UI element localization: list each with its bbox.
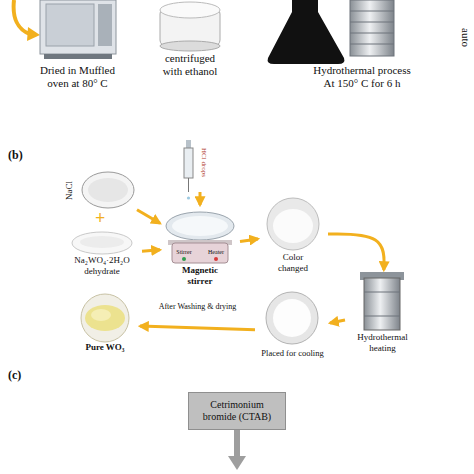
flow-arrow — [14, 0, 30, 34]
arrow-head — [228, 456, 246, 470]
powder-highlight — [91, 309, 111, 321]
salt-pile — [88, 178, 128, 202]
autoclave-stack — [350, 0, 394, 56]
step-illustration: centrifuged with ethanol — [140, 0, 240, 85]
salt-bowl — [82, 172, 134, 208]
node-text: Stirrer — [170, 249, 198, 256]
white-solution — [273, 209, 313, 243]
oven-door — [46, 4, 94, 46]
dish — [267, 198, 319, 250]
stirrer-knob — [182, 257, 186, 261]
acid-drop — [187, 196, 190, 199]
down-arrow — [234, 430, 240, 458]
autoclave-bands — [350, 11, 394, 44]
arrow-head — [27, 27, 40, 41]
node-text: Placed for cooling — [255, 348, 330, 358]
syringe-needle — [188, 178, 189, 192]
oven-panel — [98, 4, 112, 46]
step-illustration: Placed for cooling — [255, 293, 330, 369]
node-text: Heater — [202, 249, 230, 256]
step-illustration: HCl drops — [180, 146, 220, 192]
node-text: HCl drops — [200, 148, 208, 192]
flow-arrow — [240, 239, 258, 242]
cooling-solution — [273, 299, 311, 337]
syringe-barrel — [184, 148, 193, 178]
node-text: Magnetic stirrer — [175, 265, 225, 287]
flow-arrow — [330, 320, 345, 323]
powder-top — [80, 236, 124, 248]
autoclave — [364, 278, 400, 330]
process-box: Cetrimonium bromide (CTAB) — [188, 392, 286, 430]
heater-knob — [214, 257, 218, 261]
step-illustration: Na₂WO₄·2H₂O dehydrate — [62, 228, 142, 280]
flow-arrow — [142, 250, 160, 251]
oven-stand — [44, 54, 112, 59]
panel-label: auto — [459, 28, 472, 47]
node-text: Hydrothermal heating — [345, 332, 420, 354]
plus-sign: + — [95, 208, 105, 230]
node-text: Na₂WO₄·2H₂O dehydrate — [62, 255, 142, 277]
flow-arrow — [140, 326, 255, 330]
tungstate-powder — [72, 232, 132, 254]
panel-b-art — [72, 140, 404, 344]
node-text: Pure WO₃ — [70, 342, 140, 353]
panel-label: (b) — [8, 148, 23, 162]
oven-body — [40, 0, 116, 54]
product-dish — [81, 294, 129, 342]
node-text: Color changed — [273, 252, 313, 274]
step-illustration: Dried in Muffled oven at 80° C — [20, 0, 135, 100]
node-text: Hydrothermal process At 150° C for 6 h — [308, 64, 416, 90]
cooling-dish — [266, 292, 318, 344]
node-text: NaCl — [64, 166, 75, 200]
step-illustration: Hydrothermal heating — [345, 270, 420, 354]
panel-c-art — [228, 430, 246, 470]
node-text: Dried in Muffled oven at 80° C — [30, 64, 125, 90]
wo3-powder — [85, 305, 125, 331]
step-illustration: Color changed — [258, 195, 328, 273]
flow-arrow — [137, 210, 160, 224]
node-text: Cetrimonium bromide (CTAB) — [193, 399, 281, 423]
step-illustration: Stirrer HeaterMagnetic stirrer — [160, 205, 240, 289]
panel-label: (c) — [8, 368, 21, 382]
step-illustration: Hydrothermal process At 150° C for 6 h — [300, 0, 425, 95]
flow-arrow — [328, 234, 384, 270]
syringe-plunger — [186, 140, 191, 148]
black-flask — [268, 0, 345, 64]
node-text: centrifuged with ethanol — [155, 52, 225, 78]
glass-dish — [166, 212, 234, 240]
centrifuge-lid — [160, 2, 220, 18]
step-illustration: NaCl — [62, 160, 137, 215]
autoclave-band — [364, 316, 400, 317]
dish-liquid — [172, 216, 228, 236]
edge-label: After Washing & drying — [158, 302, 238, 311]
autoclave-band — [364, 292, 400, 293]
flow-arrow — [199, 192, 202, 205]
centrifuge-base — [160, 41, 220, 51]
step-illustration: Pure WO₃ — [70, 295, 140, 355]
